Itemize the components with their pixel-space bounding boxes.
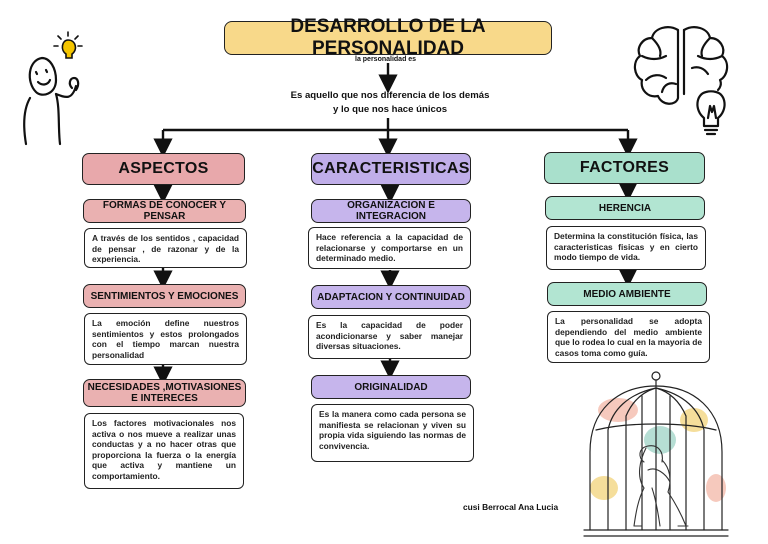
- definition-text: Es aquello que nos diferencia de los dem…: [290, 90, 490, 115]
- description-originalidad: Es la manera como cada persona se manifi…: [311, 404, 474, 462]
- person-idea-icon: [23, 31, 83, 146]
- description-formas: A través de los sentidos , capacidad de …: [84, 228, 247, 268]
- author-credit: cusi Berrocal Ana Lucia: [463, 502, 559, 512]
- description-organizacion: Hace referencia a la capacidad de relaci…: [308, 227, 471, 269]
- subcategory-necesidades: NECESIDADES ,MOTIVASIONES E INTERECES: [83, 379, 246, 407]
- main-title: DESARROLLO DE LA PERSONALIDAD: [224, 16, 552, 59]
- link-label: la personalidad es: [355, 56, 417, 63]
- description-sentimientos: La emoción define nuestros sentimientos …: [84, 313, 247, 365]
- description-adaptacion: Es la capacidad de poder acondicionarse …: [308, 315, 471, 359]
- subcategory-organizacion: ORGANIZACION E INTEGRACION: [311, 199, 471, 223]
- brain-lightbulb-icon: [633, 26, 729, 136]
- category-factores: FACTORES: [544, 152, 705, 184]
- subcategory-adaptacion: ADAPTACION Y CONTINUIDAD: [311, 285, 471, 309]
- subcategory-originalidad: ORIGINALIDAD: [311, 375, 471, 399]
- category-caracteristicas: CARACTERISTICAS: [311, 153, 471, 185]
- birdcage-girl-illustration: [583, 371, 729, 537]
- description-medio-ambiente: La personalidad se adopta dependiendo de…: [547, 311, 710, 363]
- subcategory-medio-ambiente: MEDIO AMBIENTE: [547, 282, 707, 306]
- subcategory-herencia: HERENCIA: [545, 196, 705, 220]
- description-herencia: Determina la constitución física, las ca…: [546, 226, 706, 270]
- subcategory-sentimientos: SENTIMIENTOS Y EMOCIONES: [83, 284, 246, 308]
- description-necesidades: Los factores motivacionales nos activa o…: [84, 413, 244, 489]
- subcategory-formas: FORMAS DE CONOCER Y PENSAR: [83, 199, 246, 223]
- category-aspectos: ASPECTOS: [82, 153, 245, 185]
